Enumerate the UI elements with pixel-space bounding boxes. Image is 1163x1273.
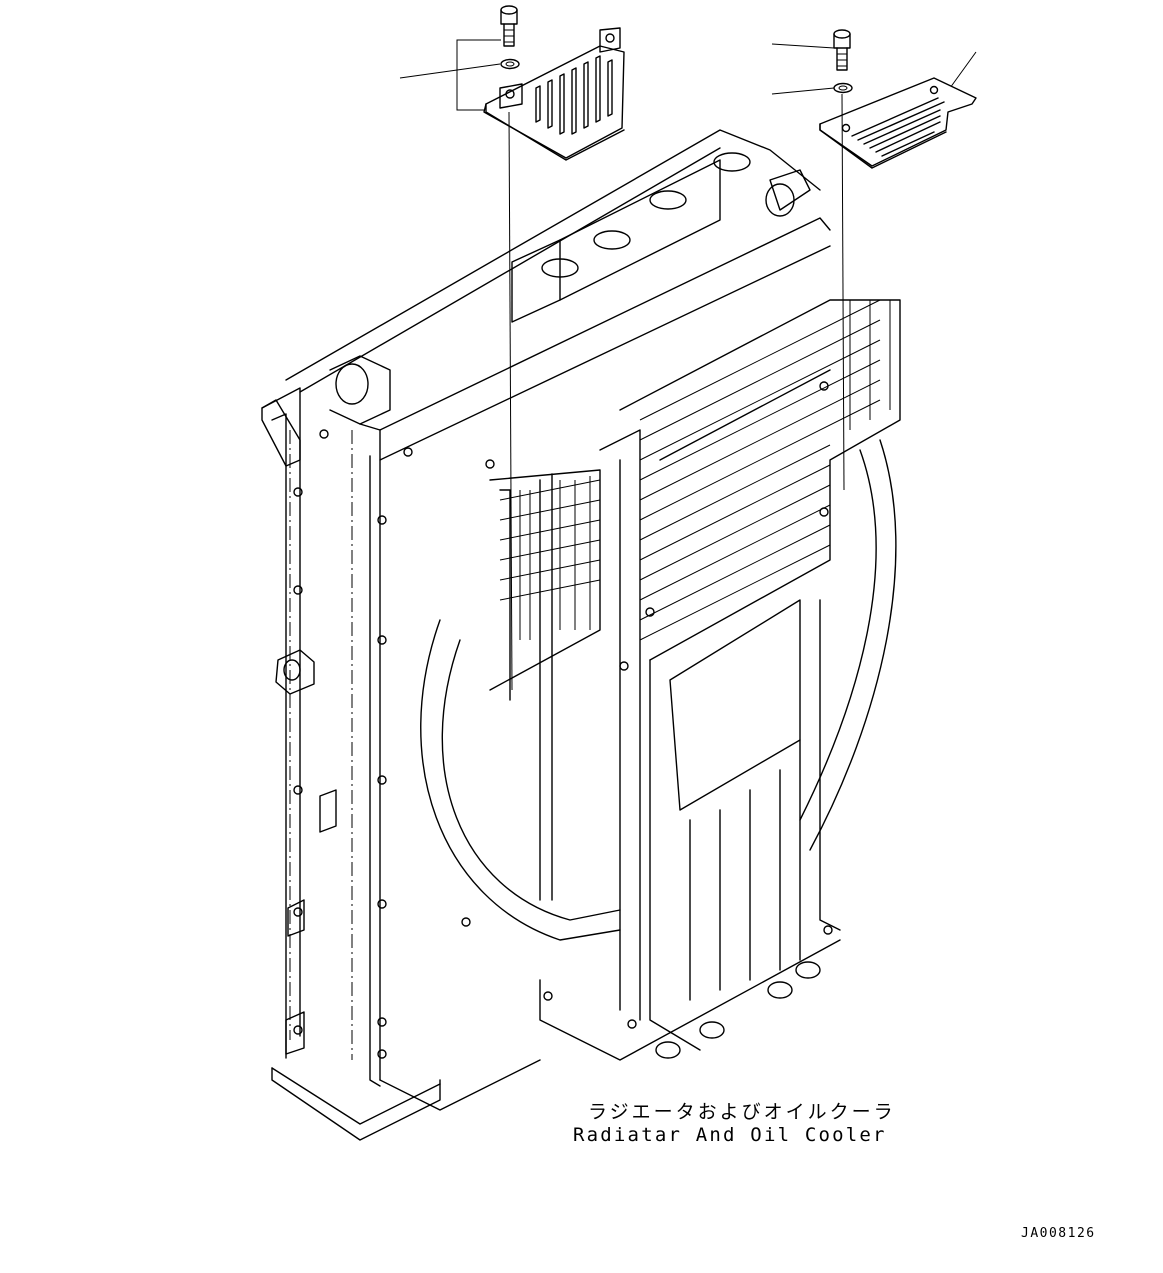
drawing-id: JA008126 [1021, 1226, 1096, 1241]
right-washer [833, 82, 853, 94]
left-cover-assembly [399, 5, 625, 691]
left-drop-line [508, 111, 513, 691]
bottom-fittings [655, 961, 821, 1059]
oil-cooler-fins [639, 299, 891, 641]
left-cover-plate [483, 27, 625, 161]
frame-bolts [293, 381, 833, 1059]
left-bolt [500, 5, 518, 47]
right-leader-lines [771, 43, 977, 95]
radiator-core-fins [499, 476, 601, 640]
right-drop-line [841, 93, 845, 491]
left-washer [500, 58, 520, 70]
left-leader-lines [399, 39, 501, 111]
right-cover-assembly [771, 29, 977, 491]
caption-japanese: ラジエータおよびオイルクーラ [588, 1101, 896, 1123]
caption-english: Radiatar And Oil Cooler [573, 1124, 887, 1146]
right-bolt [833, 29, 851, 71]
radiator-frame [261, 129, 901, 1141]
